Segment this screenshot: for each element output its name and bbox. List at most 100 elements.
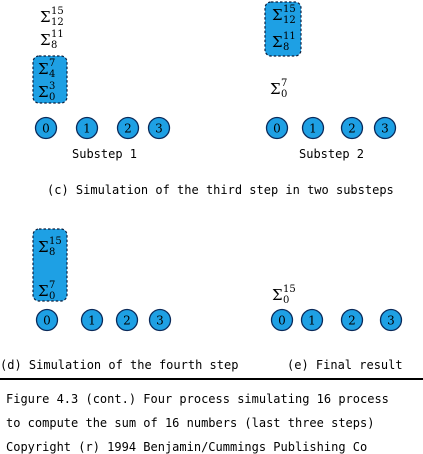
substep-2-label: Substep 2 [299, 147, 365, 161]
sigma-symbol: Σ [272, 286, 283, 304]
sum-upper-index: 15 [49, 236, 62, 247]
processor-circle [80, 308, 104, 332]
sigma-symbol: Σ [38, 60, 49, 78]
panel-c1-processor-3: 3 [147, 116, 171, 140]
processor-circle [379, 308, 403, 332]
sum-lower-index: 0 [49, 92, 55, 103]
sum-upper-index: 15 [51, 6, 64, 17]
processor-number: 3 [387, 314, 395, 328]
processor-circle [116, 116, 140, 140]
processor-number: 1 [308, 314, 316, 328]
panel-d-processor-1: 1 [80, 308, 104, 332]
panel-d-processor-2: 2 [115, 308, 139, 332]
caption-d: (d) Simulation of the fourth step [0, 358, 239, 372]
sum-lower-index: 4 [49, 69, 55, 80]
processor-circle [265, 116, 289, 140]
sum-lower-index: 12 [283, 15, 296, 26]
sum-upper-index: 7 [281, 78, 287, 89]
processor-circle [147, 116, 171, 140]
panel-c1-processor-0-group-box [32, 55, 68, 104]
sum-lower-index: 0 [281, 89, 287, 100]
sigma-symbol: Σ [40, 8, 51, 26]
processor-number: 2 [124, 122, 132, 136]
sum-upper-index: 7 [49, 58, 55, 69]
sigma-symbol: Σ [38, 282, 49, 300]
processor-circle [115, 308, 139, 332]
sum-upper-index: 15 [283, 4, 296, 15]
processor-number: 2 [123, 314, 131, 328]
panel-d-processor-0-group-box [32, 228, 68, 302]
processor-circle [270, 308, 294, 332]
processor-circle [340, 116, 364, 140]
panel-c2-processor-0: 0 [265, 116, 289, 140]
sum-lower-index: 8 [283, 42, 289, 53]
figure-caption-line-3: Copyright (r) 1994 Benjamin/Cummings Pub… [6, 440, 368, 454]
processor-circle [340, 308, 364, 332]
processor-circle [373, 116, 397, 140]
caption-divider [0, 378, 423, 380]
substep-1-label: Substep 1 [72, 147, 138, 161]
figure-caption-line-1: Figure 4.3 (cont.) Four process simulati… [6, 392, 389, 406]
panel-e-processor-1: 1 [300, 308, 324, 332]
processor-number: 2 [348, 314, 356, 328]
processor-number: 0 [42, 122, 50, 136]
panel-c2-processor-0-group-box [264, 1, 302, 57]
processor-number: 3 [156, 314, 164, 328]
sum-upper-index: 7 [49, 280, 55, 291]
panel-c1-processor-2: 2 [116, 116, 140, 140]
panel-c1-processor-1: 1 [75, 116, 99, 140]
sigma-symbol: Σ [272, 6, 283, 24]
figure-caption-line-2: to compute the sum of 16 numbers (last t… [6, 416, 375, 430]
sigma-symbol: Σ [38, 83, 49, 101]
processor-circle [300, 308, 324, 332]
panel-c1-processor-0: 0 [34, 116, 58, 140]
processor-circle [301, 116, 325, 140]
sum-lower-index: 8 [51, 40, 57, 51]
sum-lower-index: 8 [49, 247, 55, 258]
processor-number: 2 [348, 122, 356, 136]
sum-upper-index: 3 [49, 81, 55, 92]
panel-e-processor-2: 2 [340, 308, 364, 332]
processor-circle [148, 308, 172, 332]
panel-d-processor-3: 3 [148, 308, 172, 332]
sigma-symbol: Σ [40, 31, 51, 49]
sigma-symbol: Σ [38, 238, 49, 256]
processor-number: 3 [155, 122, 163, 136]
sum-upper-index: 15 [283, 284, 296, 295]
panel-c2-processor-1: 1 [301, 116, 325, 140]
processor-number: 1 [83, 122, 91, 136]
processor-number: 1 [88, 314, 96, 328]
sum-upper-index: 11 [283, 31, 296, 42]
sum-lower-index: 0 [49, 291, 55, 302]
processor-circle [34, 116, 58, 140]
panel-c2-processor-3: 3 [373, 116, 397, 140]
sigma-symbol: Σ [272, 33, 283, 51]
processor-circle [35, 308, 59, 332]
processor-number: 0 [43, 314, 51, 328]
panel-d-processor-0: 0 [35, 308, 59, 332]
sigma-symbol: Σ [270, 80, 281, 98]
panel-e-processor-3: 3 [379, 308, 403, 332]
processor-number: 0 [273, 122, 281, 136]
sum-lower-index: 12 [51, 17, 64, 28]
panel-e-processor-0: 0 [270, 308, 294, 332]
processor-number: 3 [381, 122, 389, 136]
processor-number: 1 [309, 122, 317, 136]
sum-upper-index: 11 [51, 29, 64, 40]
sum-lower-index: 0 [283, 295, 289, 306]
processor-circle [75, 116, 99, 140]
processor-number: 0 [278, 314, 286, 328]
caption-e: (e) Final result [287, 358, 403, 372]
caption-c: (c) Simulation of the third step in two … [47, 183, 394, 197]
